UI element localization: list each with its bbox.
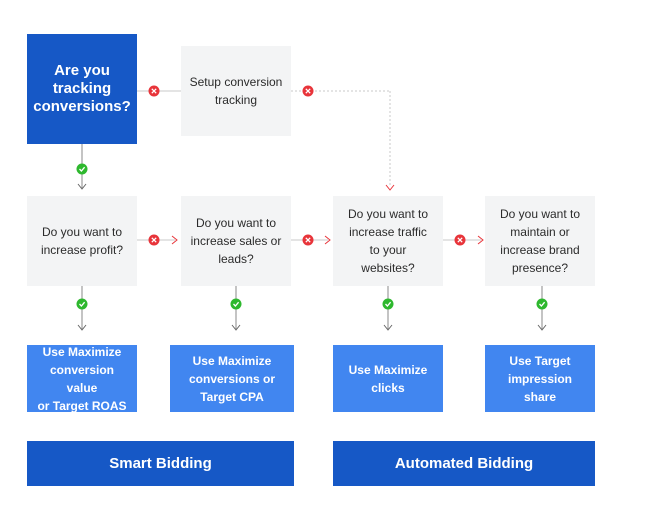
start-node-tracking-conversions: Are you tracking conversions? xyxy=(27,34,137,144)
check-icon xyxy=(536,298,548,310)
x-icon xyxy=(302,234,314,246)
setup-conversion-tracking-node: Setup conversion tracking xyxy=(181,46,291,136)
action-maximize-clicks: Use Maximize clicks xyxy=(333,345,443,412)
question-increase-profit: Do you want to increase profit? xyxy=(27,196,137,286)
action-target-cpa: Use Maximize conversions or Target CPA xyxy=(170,345,294,412)
x-icon xyxy=(148,85,160,97)
x-icon xyxy=(148,234,160,246)
action-target-roas: Use Maximize conversion value or Target … xyxy=(27,345,137,413)
check-icon xyxy=(76,163,88,175)
check-icon xyxy=(230,298,242,310)
x-icon xyxy=(302,85,314,97)
smart-bidding-band: Smart Bidding xyxy=(27,441,294,486)
check-icon xyxy=(382,298,394,310)
check-icon xyxy=(76,298,88,310)
question-increase-sales: Do you want to increase sales or leads? xyxy=(181,196,291,286)
question-brand-presence: Do you want to maintain or increase bran… xyxy=(485,196,595,286)
question-increase-traffic: Do you want to increase traffic to your … xyxy=(333,196,443,286)
x-icon xyxy=(454,234,466,246)
action-target-impression-share: Use Target impression share xyxy=(485,345,595,412)
automated-bidding-band: Automated Bidding xyxy=(333,441,595,486)
